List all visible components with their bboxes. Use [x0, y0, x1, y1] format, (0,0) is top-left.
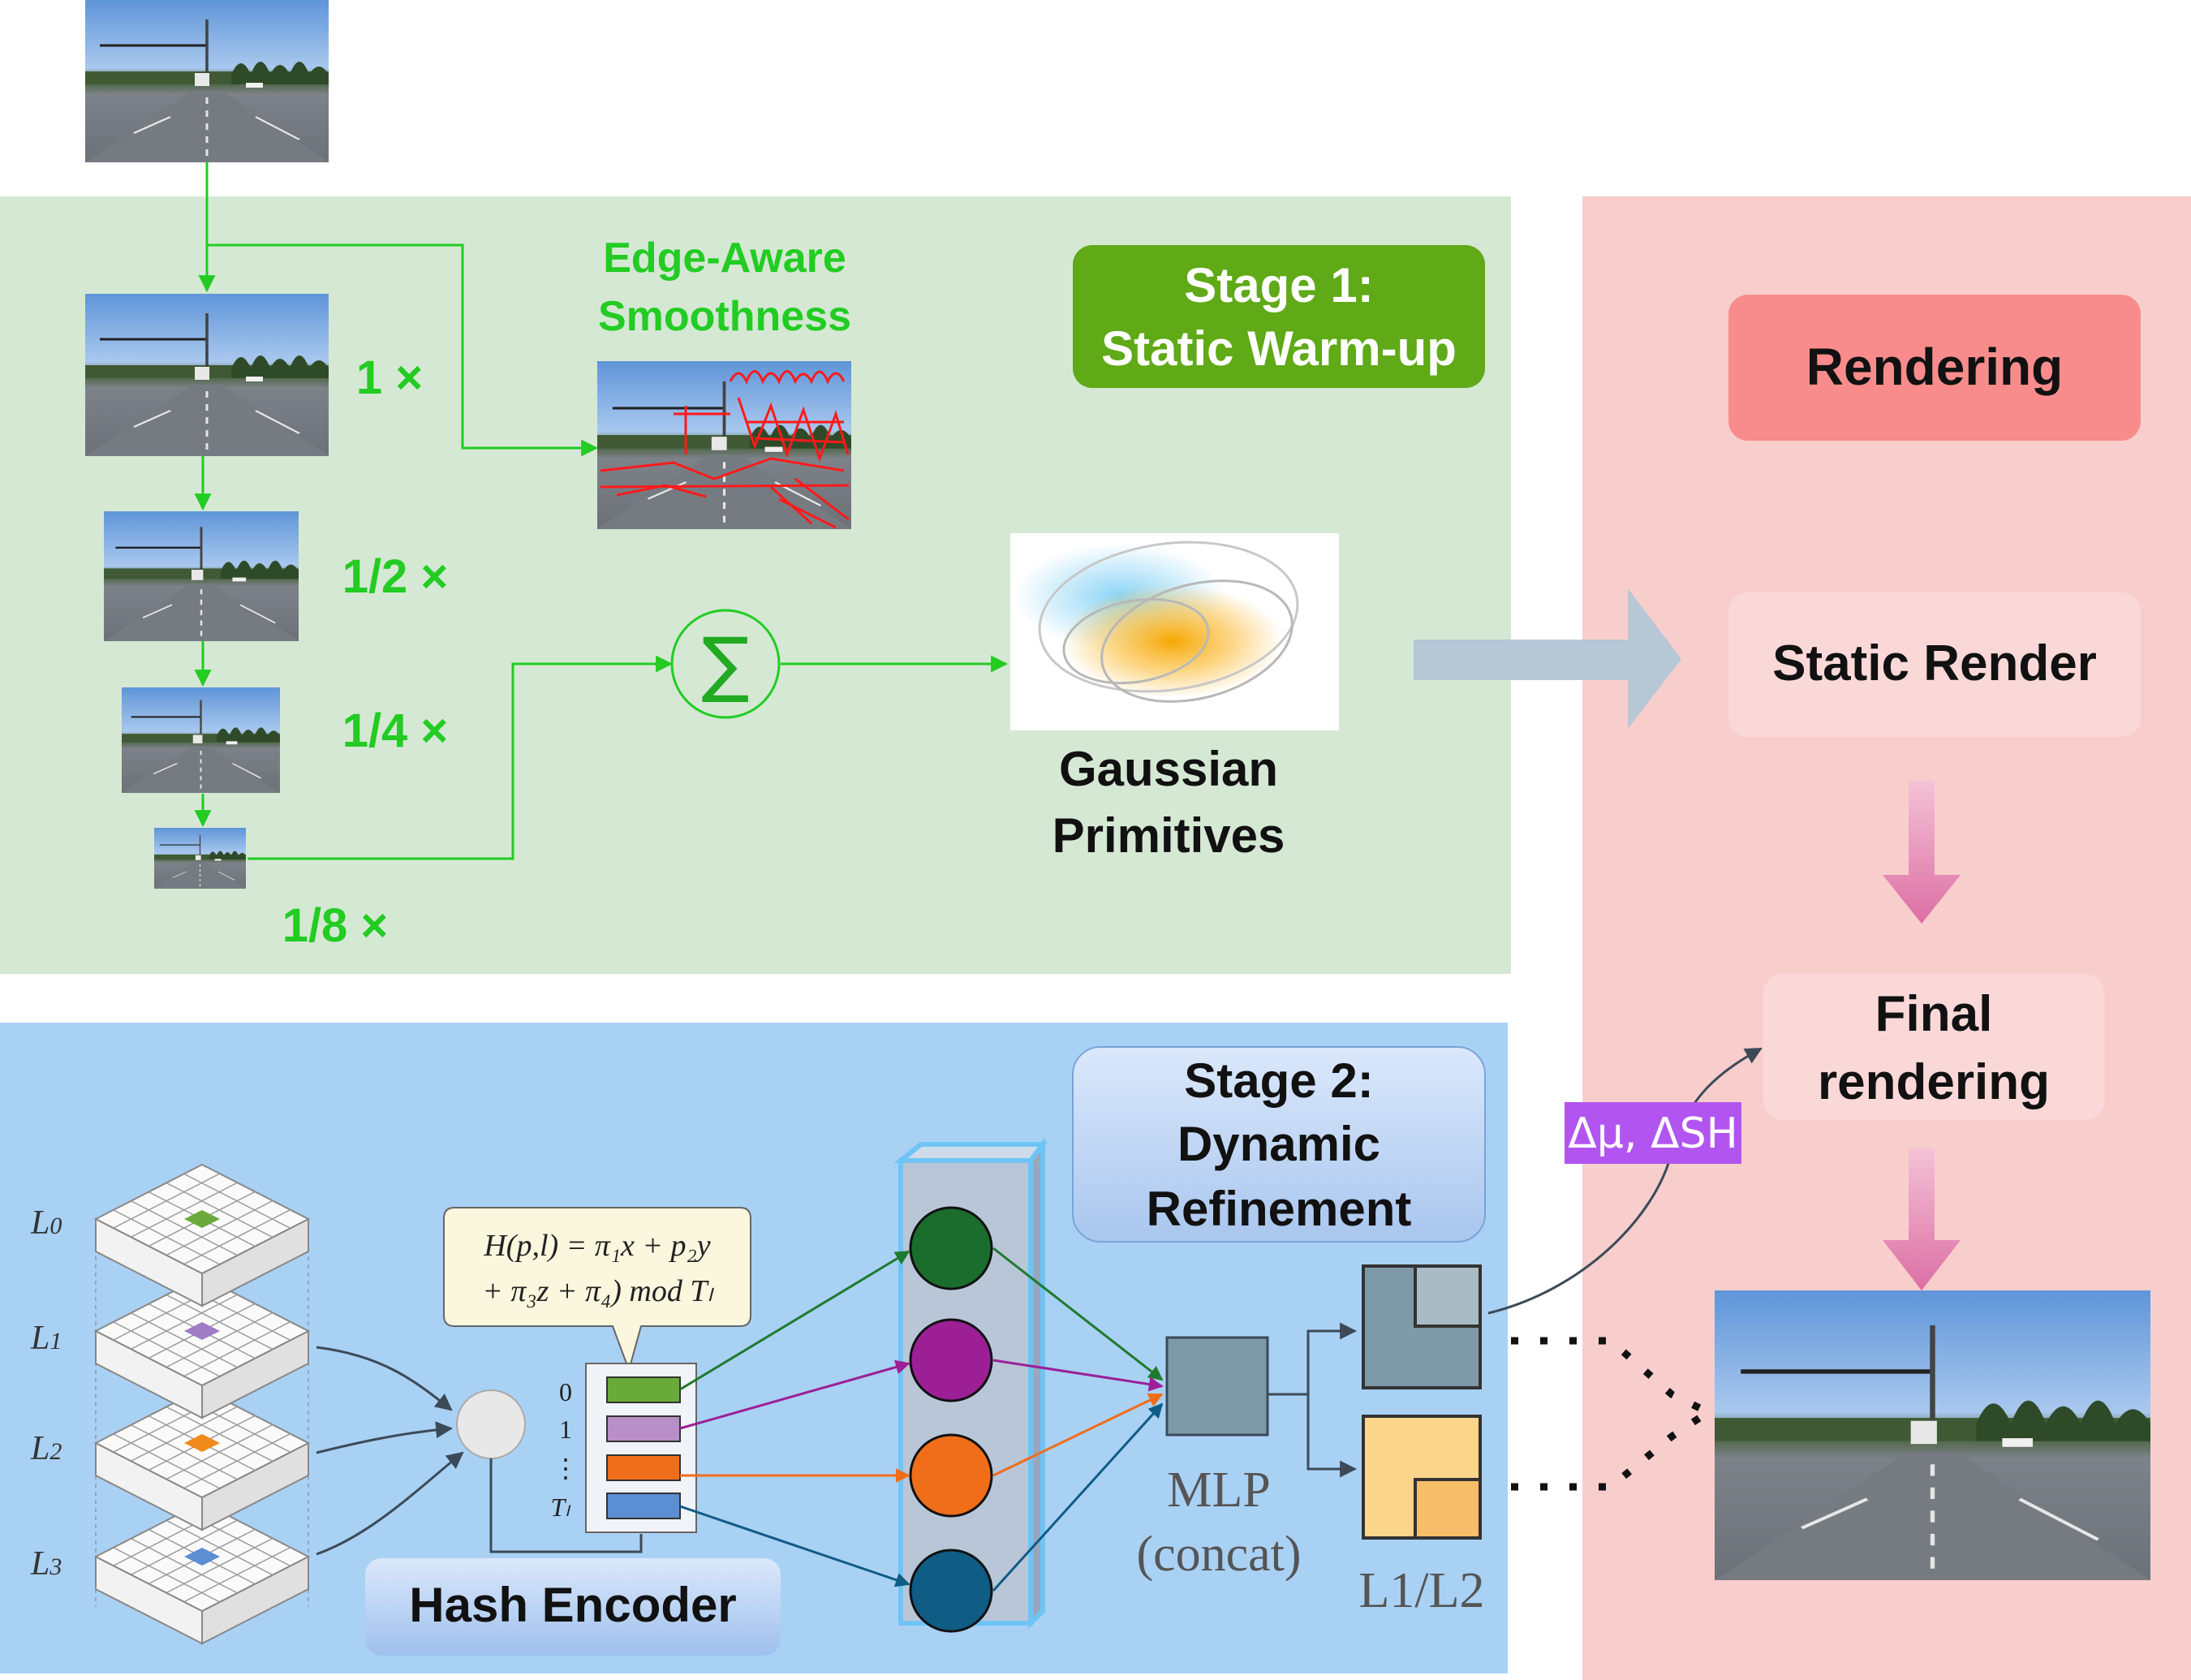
- static-to-final-arrow: [1883, 781, 1961, 924]
- table-index-dots: ⋮: [553, 1454, 579, 1483]
- stage1-title-line2: Static Warm-up: [1101, 321, 1457, 376]
- static-render-label: Static Render: [1772, 635, 2097, 691]
- mlp-label-line1: MLP: [1167, 1462, 1270, 1518]
- hash-table: [585, 1363, 697, 1533]
- output-block-bottom: [1362, 1415, 1482, 1540]
- mlp-label-line2: (concat): [1136, 1527, 1301, 1582]
- stage2-title-line1: Stage 2:: [1184, 1053, 1373, 1108]
- edge-aware-label-line2: Smoothness: [598, 293, 851, 340]
- loss-label: L1/L2: [1359, 1563, 1485, 1618]
- feature-node-orange: [909, 1433, 993, 1518]
- table-index-T: Tₗ: [550, 1493, 571, 1522]
- pyramid-image-1x: [85, 294, 329, 456]
- table-to-feature-arrows: [679, 1250, 910, 1587]
- edge-aware-image: [597, 361, 851, 529]
- rendering-title: Rendering: [1806, 338, 2063, 396]
- pyramid-image-eighth: [153, 827, 247, 890]
- delta-badge: [1565, 1102, 1741, 1164]
- hash-encoder-badge: [365, 1558, 781, 1656]
- final-rendering-box: [1763, 974, 2104, 1120]
- scale-label-quarter: 1/4 ×: [342, 704, 449, 757]
- level-label-0: L0: [30, 1204, 62, 1242]
- sum-symbol: ∑: [701, 622, 749, 705]
- stage1-to-render-arrow: [1414, 588, 1681, 729]
- query-to-table-line: [489, 1458, 643, 1553]
- hash-encoder-label: Hash Encoder: [409, 1578, 736, 1632]
- feature-node-purple: [909, 1318, 993, 1402]
- feature-to-mlp-arrows: [992, 1247, 1164, 1592]
- feature-node-green: [909, 1206, 993, 1290]
- mlp-to-output-arrows: [1268, 1322, 1358, 1478]
- level-label-1: L1: [30, 1320, 62, 1357]
- edge-aware-label-line1: Edge-Aware: [603, 235, 846, 282]
- rendering-title-box: [1728, 295, 2141, 441]
- hash-formula-line1: H(p,l) = π₁x + p₂y: [483, 1229, 710, 1263]
- output-image: [1715, 1290, 2150, 1580]
- level-label-2: L2: [30, 1430, 62, 1467]
- scale-label-1x: 1 ×: [356, 351, 423, 404]
- feature-column: [893, 1137, 1048, 1633]
- grid-to-query-curves: [316, 1346, 464, 1556]
- table-index-1: 1: [559, 1415, 572, 1444]
- stage2-badge: [1072, 1046, 1486, 1243]
- level-label-3: L3: [30, 1545, 62, 1583]
- table-index-0: 0: [559, 1377, 572, 1406]
- stage1-title-line1: Stage 1:: [1184, 258, 1373, 312]
- stage2-title-line2: Dynamic: [1177, 1117, 1380, 1171]
- scale-label-eighth: 1/8 ×: [282, 899, 389, 952]
- stage1-badge: [1073, 245, 1485, 388]
- pyramid-image-quarter: [120, 686, 282, 795]
- hash-formula-line2: + π₃z + π₄) mod Tₗ: [482, 1274, 714, 1308]
- output-block-top: [1362, 1264, 1482, 1389]
- pyramid-image-half: [102, 510, 300, 643]
- scale-label-half: 1/2 ×: [342, 550, 449, 603]
- gaussian-label-line2: Primitives: [1052, 808, 1285, 863]
- mlp-block: [1165, 1336, 1269, 1437]
- delta-curve: [1487, 1047, 1763, 1315]
- grid-level-0: [93, 1163, 311, 1307]
- grid-level-1: [93, 1275, 311, 1419]
- hash-formula-bubble: H(p,l) = π₁x + p₂y + π₃z + π₄) mod Tₗ: [443, 1207, 751, 1373]
- multires-grid-stack: [93, 1163, 311, 1645]
- gaussian-label-line1: Gaussian: [1059, 742, 1278, 796]
- gaussian-primitives-image: [1010, 533, 1339, 730]
- green-connectors: [194, 162, 1009, 860]
- final-rendering-line2: rendering: [1818, 1054, 2050, 1110]
- query-node: [456, 1389, 526, 1459]
- stage2-title-line3: Refinement: [1147, 1182, 1412, 1236]
- sum-node: [670, 609, 781, 719]
- input-image: [85, 0, 329, 162]
- final-to-output-arrow: [1883, 1148, 1961, 1290]
- feature-node-blue: [909, 1549, 993, 1633]
- static-render-box: [1728, 592, 2141, 737]
- grid-level-3: [93, 1501, 311, 1645]
- grid-level-2: [93, 1387, 311, 1531]
- delta-label: Δμ, ΔSH: [1568, 1109, 1737, 1158]
- final-rendering-line1: Final: [1875, 986, 1993, 1042]
